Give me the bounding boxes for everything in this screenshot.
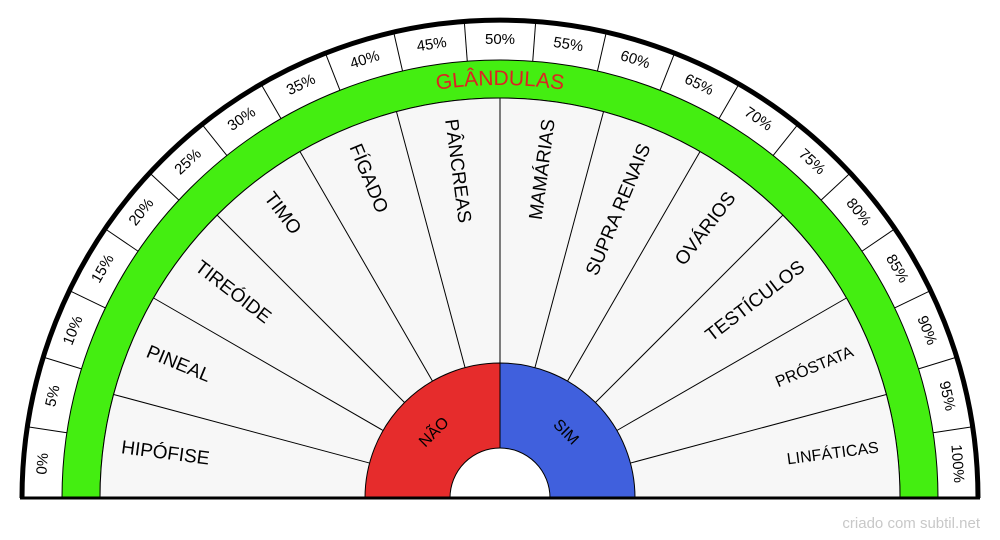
percent-tick <box>260 83 282 119</box>
percent-tick <box>532 21 537 62</box>
percent-label: 55% <box>552 34 584 55</box>
percent-tick <box>463 21 468 62</box>
credit-text: criado com subtil.net <box>842 515 980 532</box>
percent-label: 95% <box>935 379 958 412</box>
percent-tick <box>718 83 740 119</box>
percent-tick <box>894 290 931 309</box>
percent-tick <box>27 426 67 434</box>
center-hub <box>449 447 551 499</box>
percent-tick <box>772 123 799 156</box>
percent-tick <box>918 356 957 370</box>
percent-tick <box>393 31 404 72</box>
segment-divider <box>567 151 701 382</box>
segment-dividers <box>113 98 887 464</box>
segment-divider <box>113 393 370 464</box>
percent-tick <box>324 52 341 91</box>
outer-arc <box>19 17 981 499</box>
percent-tick <box>104 228 139 252</box>
percent-scale <box>27 21 973 434</box>
percent-tick <box>820 172 851 201</box>
segment-divider <box>616 297 847 431</box>
segment-divider <box>534 111 605 368</box>
percent-label: 5% <box>42 384 63 409</box>
percent-tick <box>933 426 973 434</box>
percent-tick <box>201 123 228 156</box>
percent-tick <box>861 228 896 252</box>
percent-label: 0% <box>33 452 52 475</box>
percent-label: 45% <box>416 34 448 55</box>
segment-divider <box>299 151 433 382</box>
segment-divider <box>395 111 466 368</box>
percent-tick <box>69 290 106 309</box>
segment-divider <box>216 214 405 403</box>
percent-label: 50% <box>485 31 515 48</box>
percent-tick <box>43 356 82 370</box>
percent-tick <box>149 172 180 201</box>
segment-divider <box>630 393 887 464</box>
percent-tick <box>596 31 607 72</box>
segment-divider <box>595 214 784 403</box>
percent-tick <box>659 52 676 91</box>
segment-divider <box>153 297 384 431</box>
percent-label: 100% <box>947 444 967 484</box>
